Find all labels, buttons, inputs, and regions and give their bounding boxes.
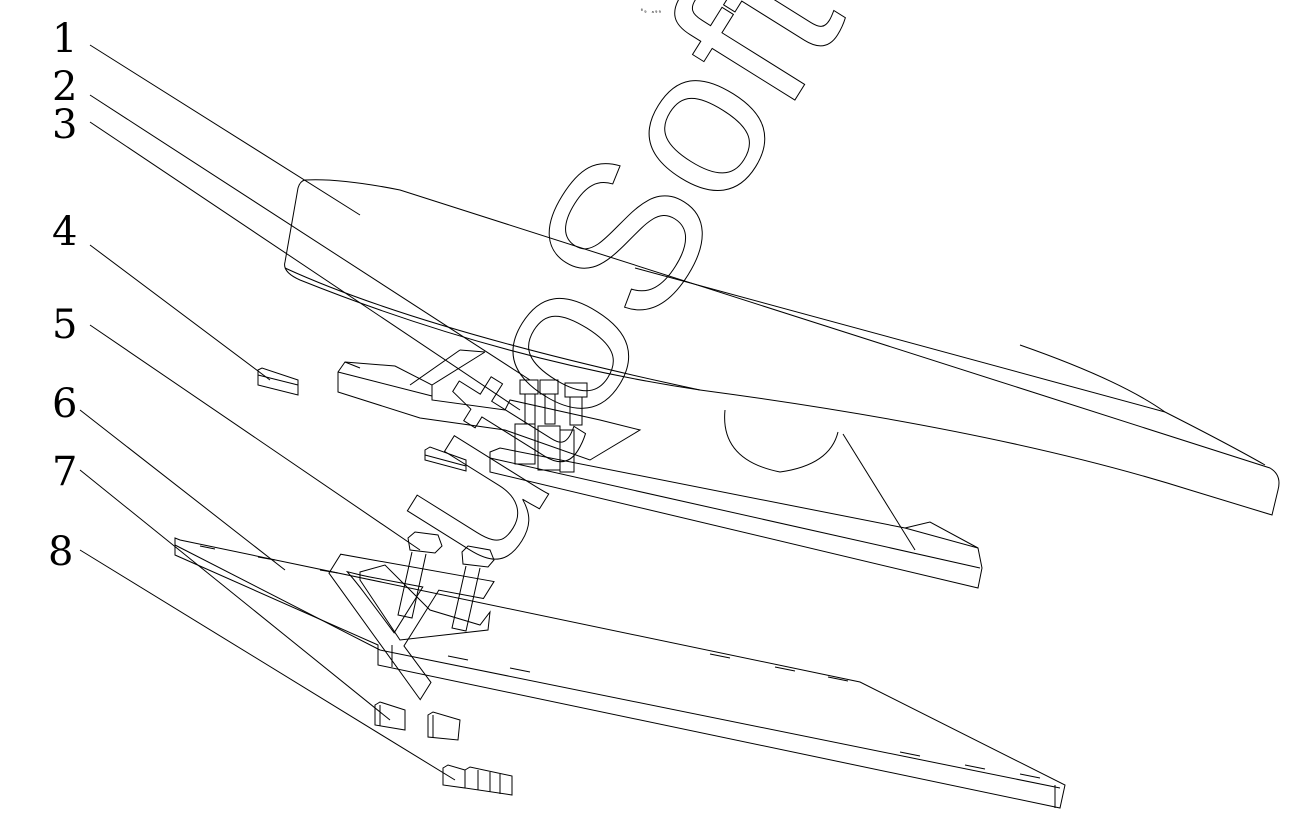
watermark-text: AutoSoft xyxy=(259,0,885,724)
part-number-6: 6 xyxy=(52,381,77,427)
bottom-plate xyxy=(174,537,1066,809)
leader-line-5 xyxy=(89,324,421,551)
leader-lines xyxy=(79,44,531,781)
bolts xyxy=(397,531,495,632)
part-number-8: 8 xyxy=(48,529,73,575)
header-tiny-text: ⁰₉ ₐ₉₉ xyxy=(640,8,662,15)
watermark: AutoSoft xyxy=(258,0,885,724)
bracket-assembly xyxy=(337,349,983,589)
leader-line-7 xyxy=(79,469,391,721)
part-number-labels: 1 2 3 4 5 6 7 8 xyxy=(48,16,77,575)
part-number-2: 2 xyxy=(52,64,77,110)
part-number-7: 7 xyxy=(52,449,77,495)
top-cover-plate xyxy=(284,179,1280,516)
part-number-4: 4 xyxy=(52,209,77,255)
leader-line-2 xyxy=(89,94,531,381)
part-number-5: 5 xyxy=(52,302,77,348)
small-blocks xyxy=(257,367,467,472)
leader-line-4 xyxy=(89,244,271,381)
leader-line-8 xyxy=(79,549,456,781)
leader-line-6 xyxy=(79,409,286,571)
part-number-3: 3 xyxy=(52,102,77,148)
leader-line-3 xyxy=(89,121,521,411)
leader-line-1 xyxy=(89,44,361,216)
part-number-1: 1 xyxy=(52,16,77,62)
nuts xyxy=(374,701,513,796)
